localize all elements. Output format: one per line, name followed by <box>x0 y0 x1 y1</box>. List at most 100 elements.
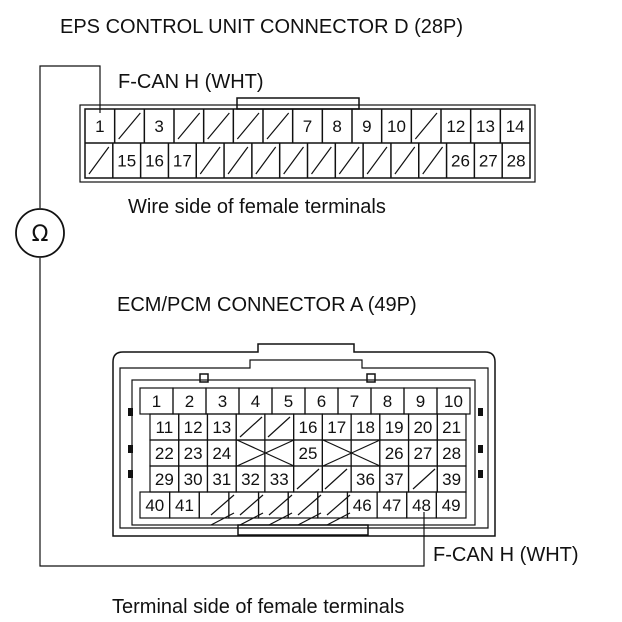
eps-empty-cavity <box>227 146 249 175</box>
ecm-pin-27: 27 <box>413 444 432 463</box>
ecm-empty-cavity <box>297 494 322 516</box>
ecm-pin-2: 2 <box>185 392 194 411</box>
ecm-outer-housing <box>112 343 496 537</box>
ecm-inner-housing <box>119 359 489 529</box>
ecm-pin-49: 49 <box>442 496 461 515</box>
ecm-pin-32: 32 <box>241 470 260 489</box>
eps-empty-cavity <box>366 146 388 175</box>
ecm-cavity <box>198 491 230 519</box>
ecm-pin-47: 47 <box>382 496 401 515</box>
ecm-caption: Terminal side of female terminals <box>112 596 405 618</box>
ecm-cavity <box>257 491 289 519</box>
ecm-top-key <box>366 373 376 383</box>
ecm-cavity <box>317 491 349 519</box>
ecm-pin-5: 5 <box>284 392 293 411</box>
ecm-blank-cross <box>322 439 381 467</box>
ecm-cavity <box>287 491 319 519</box>
ecm-pin-48: 48 <box>412 496 431 515</box>
ecm-empty-cavity <box>324 468 348 490</box>
eps-empty-cavity <box>236 112 260 140</box>
eps-caption: Wire side of female terminals <box>128 196 386 218</box>
ecm-pin-21: 21 <box>442 418 461 437</box>
ecm-probe-wire <box>39 258 425 567</box>
ecm-locating-key <box>478 470 483 478</box>
eps-pin-27: 27 <box>479 152 498 171</box>
eps-pin-26: 26 <box>451 152 470 171</box>
eps-empty-cavity <box>422 146 444 175</box>
ecm-cavity <box>407 465 438 493</box>
eps-empty-cavity <box>199 146 221 175</box>
eps-empty-cavity <box>414 112 438 140</box>
ohmmeter-icon: Ω <box>32 222 49 247</box>
ecm-locating-key <box>128 408 133 416</box>
ecm-empty-cavity <box>239 512 264 526</box>
eps-pin-28: 28 <box>507 152 526 171</box>
eps-empty-cavity <box>255 146 277 175</box>
eps-empty-cavity <box>207 112 230 140</box>
ecm-pin-8: 8 <box>383 392 392 411</box>
ecm-pin-11: 11 <box>156 418 174 437</box>
ecm-pin-24: 24 <box>212 444 231 463</box>
ecm-pin-41: 41 <box>175 496 194 515</box>
ecm-empty-cavity <box>268 512 293 526</box>
eps-pin-17: 17 <box>173 152 192 171</box>
ecm-pin-22: 22 <box>155 444 174 463</box>
eps-empty-cavity <box>338 146 360 175</box>
eps-pin-16: 16 <box>145 152 164 171</box>
ecm-cavity <box>264 439 295 467</box>
eps-pin-1: 1 <box>95 117 104 136</box>
ecm-pin-1: 1 <box>152 392 161 411</box>
ecm-empty-cavity <box>210 494 235 516</box>
ecm-cavity <box>435 491 467 519</box>
eps-empty-cavity <box>311 146 332 175</box>
ecm-pin-19: 19 <box>385 418 404 437</box>
ecm-empty-cavity <box>326 494 351 516</box>
ohmmeter: Ω <box>15 65 425 567</box>
ecm-pin-7: 7 <box>350 392 359 411</box>
eps-pin-8: 8 <box>332 117 341 136</box>
eps-probe-wire <box>39 65 101 208</box>
ecm-pin-33: 33 <box>270 470 289 489</box>
ecm-empty-cavity <box>268 494 293 516</box>
eps-pin-3: 3 <box>154 117 163 136</box>
ecm-pin-18: 18 <box>356 418 375 437</box>
ecm-locating-key <box>128 445 133 453</box>
ecm-connector-title: ECM/PCM CONNECTOR A (49P) <box>117 294 417 316</box>
eps-pin-7: 7 <box>303 117 312 136</box>
ecm-pin-12: 12 <box>184 418 203 437</box>
ecm-pin-29: 29 <box>155 470 174 489</box>
eps-empty-cavity <box>177 112 201 140</box>
eps-pin-12: 12 <box>446 117 465 136</box>
ecm-pin-17: 17 <box>327 418 346 437</box>
ecm-pin-6: 6 <box>317 392 326 411</box>
ecm-pin-37: 37 <box>385 470 404 489</box>
ecm-pin-25: 25 <box>299 444 318 463</box>
ecm-cavity <box>235 439 266 467</box>
ecm-pin-26: 26 <box>385 444 404 463</box>
eps-empty-cavity <box>88 146 110 175</box>
ecm-blank-cross <box>236 439 295 467</box>
ecm-empty-cavity <box>297 512 322 526</box>
ohmmeter-circle <box>15 208 65 258</box>
eps-pin-9: 9 <box>362 117 371 136</box>
ecm-pin-16: 16 <box>299 418 318 437</box>
ecm-empty-cavity <box>412 468 436 490</box>
ecm-pin-40: 40 <box>145 496 164 515</box>
eps-connector-title: EPS CONTROL UNIT CONNECTOR D (28P) <box>60 16 464 38</box>
eps-outer-shell <box>79 104 536 183</box>
ecm-pin-20: 20 <box>413 418 432 437</box>
ecm-empty-cavity <box>267 416 291 438</box>
eps-pin-10: 10 <box>387 117 406 136</box>
ecm-locating-key <box>128 470 133 478</box>
ecm-empty-cavity <box>296 468 320 490</box>
ecm-locating-key <box>478 408 483 416</box>
ecm-pin-4: 4 <box>251 392 260 411</box>
ecm-cavity <box>350 439 381 467</box>
ecm-pin-13: 13 <box>212 418 231 437</box>
ecm-pin-3: 3 <box>218 392 227 411</box>
ecm-pin-23: 23 <box>184 444 203 463</box>
ecm-locating-key <box>478 445 483 453</box>
ecm-empty-cavity <box>326 512 351 526</box>
